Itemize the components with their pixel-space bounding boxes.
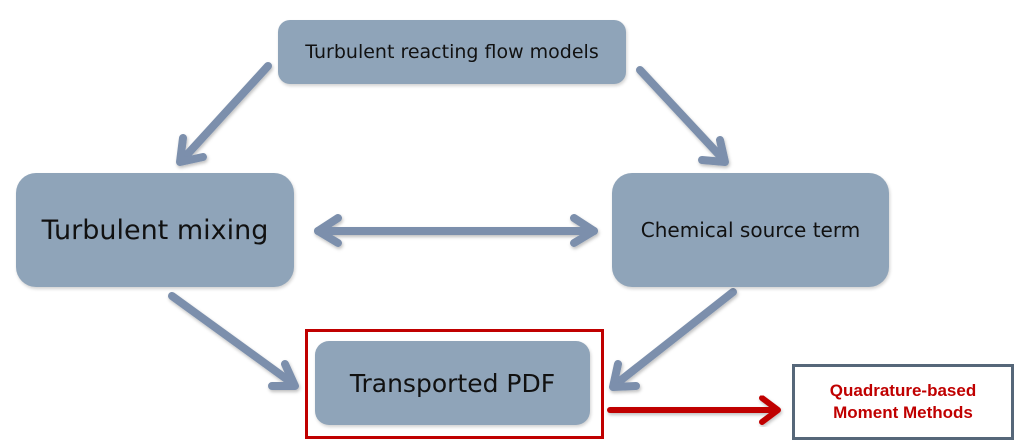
node-turbulent-mixing: Turbulent mixing xyxy=(16,173,294,287)
arrow-left-right-bidirectional xyxy=(314,214,598,247)
arrow-left-to-bottom xyxy=(168,292,299,390)
node-label: Turbulent reacting flow models xyxy=(305,41,599,63)
node-quadrature-based-moment-methods: Quadrature-based Moment Methods xyxy=(792,364,1014,440)
highlight-frame xyxy=(305,329,604,439)
qmm-label-line2: Moment Methods xyxy=(833,403,973,422)
node-chemical-source-term: Chemical source term xyxy=(612,173,889,287)
node-label: Chemical source term xyxy=(640,218,861,242)
qmm-label-line1: Quadrature-based xyxy=(829,381,977,400)
arrow-right-to-bottom xyxy=(609,288,737,391)
node-label: Transported PDF xyxy=(349,368,556,398)
node-transported-pdf: Transported PDF xyxy=(315,341,590,425)
arrow-top-to-right xyxy=(636,66,729,166)
node-label: Turbulent mixing xyxy=(41,214,269,246)
arrow-top-to-left xyxy=(176,62,272,166)
arrow-pdf-to-qmm xyxy=(607,395,781,425)
node-turbulent-reacting-flow-models: Turbulent reacting flow models xyxy=(278,20,626,84)
